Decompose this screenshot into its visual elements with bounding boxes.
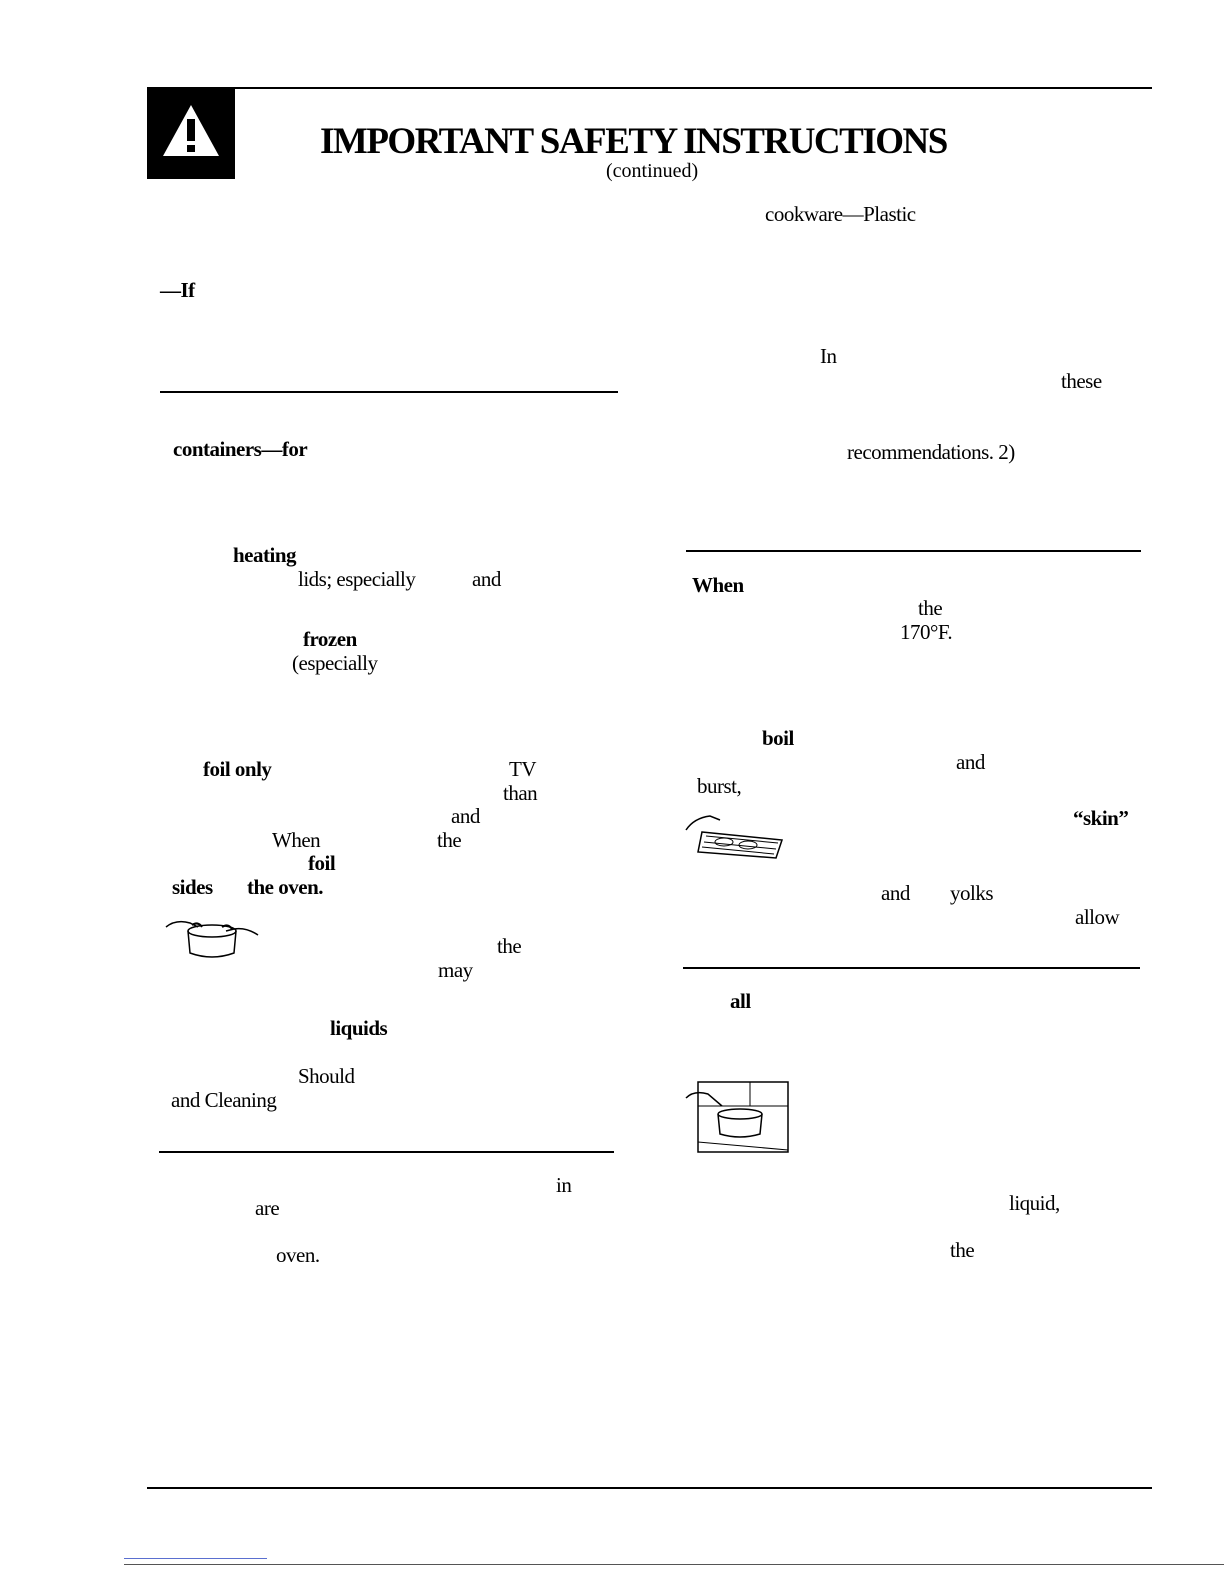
text-fragment: and bbox=[881, 881, 910, 905]
text-fragment: recommendations. 2) bbox=[847, 440, 1015, 464]
text-fragment: (especially bbox=[292, 651, 378, 675]
text-fragment: liquids bbox=[330, 1016, 388, 1040]
section-divider bbox=[159, 1151, 614, 1153]
text-fragment: In bbox=[820, 344, 837, 368]
text-fragment: —If bbox=[160, 278, 195, 302]
text-fragment: the bbox=[497, 934, 522, 958]
text-fragment: the bbox=[437, 828, 462, 852]
page-subtitle: (continued) bbox=[606, 160, 699, 182]
hands-holding-pot-icon bbox=[165, 920, 259, 958]
text-fragment: liquid, bbox=[1009, 1191, 1060, 1215]
text-fragment: burst, bbox=[697, 774, 742, 798]
bottom-rule bbox=[147, 1487, 1152, 1489]
warning-block bbox=[147, 88, 235, 179]
text-fragment: “skin” bbox=[1073, 806, 1129, 830]
text-fragment: and Cleaning bbox=[171, 1088, 277, 1112]
text-fragment: may bbox=[438, 958, 473, 982]
text-fragment: yolks bbox=[950, 881, 994, 905]
text-fragment: and bbox=[956, 750, 985, 774]
text-fragment: and bbox=[472, 567, 501, 591]
text-fragment: allow bbox=[1075, 905, 1120, 929]
text-fragment: When bbox=[692, 573, 744, 597]
section-divider bbox=[160, 391, 618, 393]
text-fragment: the bbox=[950, 1238, 975, 1262]
text-fragment: lids; especially bbox=[298, 567, 416, 591]
text-fragment: foil only bbox=[203, 757, 272, 781]
pot-in-oven-icon bbox=[685, 1081, 789, 1153]
warning-triangle-icon bbox=[163, 105, 219, 156]
footer-link-underline[interactable] bbox=[124, 1558, 267, 1559]
text-fragment: Should bbox=[298, 1064, 355, 1088]
text-fragment: frozen bbox=[303, 627, 357, 651]
text-fragment: 170°F. bbox=[900, 620, 953, 644]
text-fragment: sides bbox=[172, 875, 213, 899]
section-divider bbox=[686, 550, 1141, 552]
text-fragment: boil bbox=[762, 726, 794, 750]
section-divider bbox=[683, 967, 1140, 969]
text-fragment: in bbox=[556, 1173, 572, 1197]
text-fragment: are bbox=[255, 1196, 280, 1220]
top-rule bbox=[147, 87, 1152, 89]
covered-dish-icon bbox=[685, 815, 784, 859]
text-fragment: heating bbox=[233, 543, 297, 567]
text-fragment: TV bbox=[509, 757, 537, 781]
footer-rule bbox=[124, 1564, 1224, 1565]
text-fragment: containers—for bbox=[173, 437, 308, 461]
text-fragment: cookware—Plastic bbox=[765, 202, 916, 226]
text-fragment: than bbox=[503, 781, 538, 805]
text-fragment: and bbox=[451, 804, 480, 828]
text-fragment: When bbox=[272, 828, 321, 852]
text-fragment: oven. bbox=[276, 1243, 320, 1267]
text-fragment: all bbox=[730, 989, 751, 1013]
page-title: IMPORTANT SAFETY INSTRUCTIONS bbox=[320, 121, 948, 162]
text-fragment: the oven. bbox=[247, 875, 324, 899]
text-fragment: the bbox=[918, 596, 943, 620]
text-fragment: foil bbox=[308, 851, 336, 875]
text-fragment: these bbox=[1061, 369, 1102, 393]
